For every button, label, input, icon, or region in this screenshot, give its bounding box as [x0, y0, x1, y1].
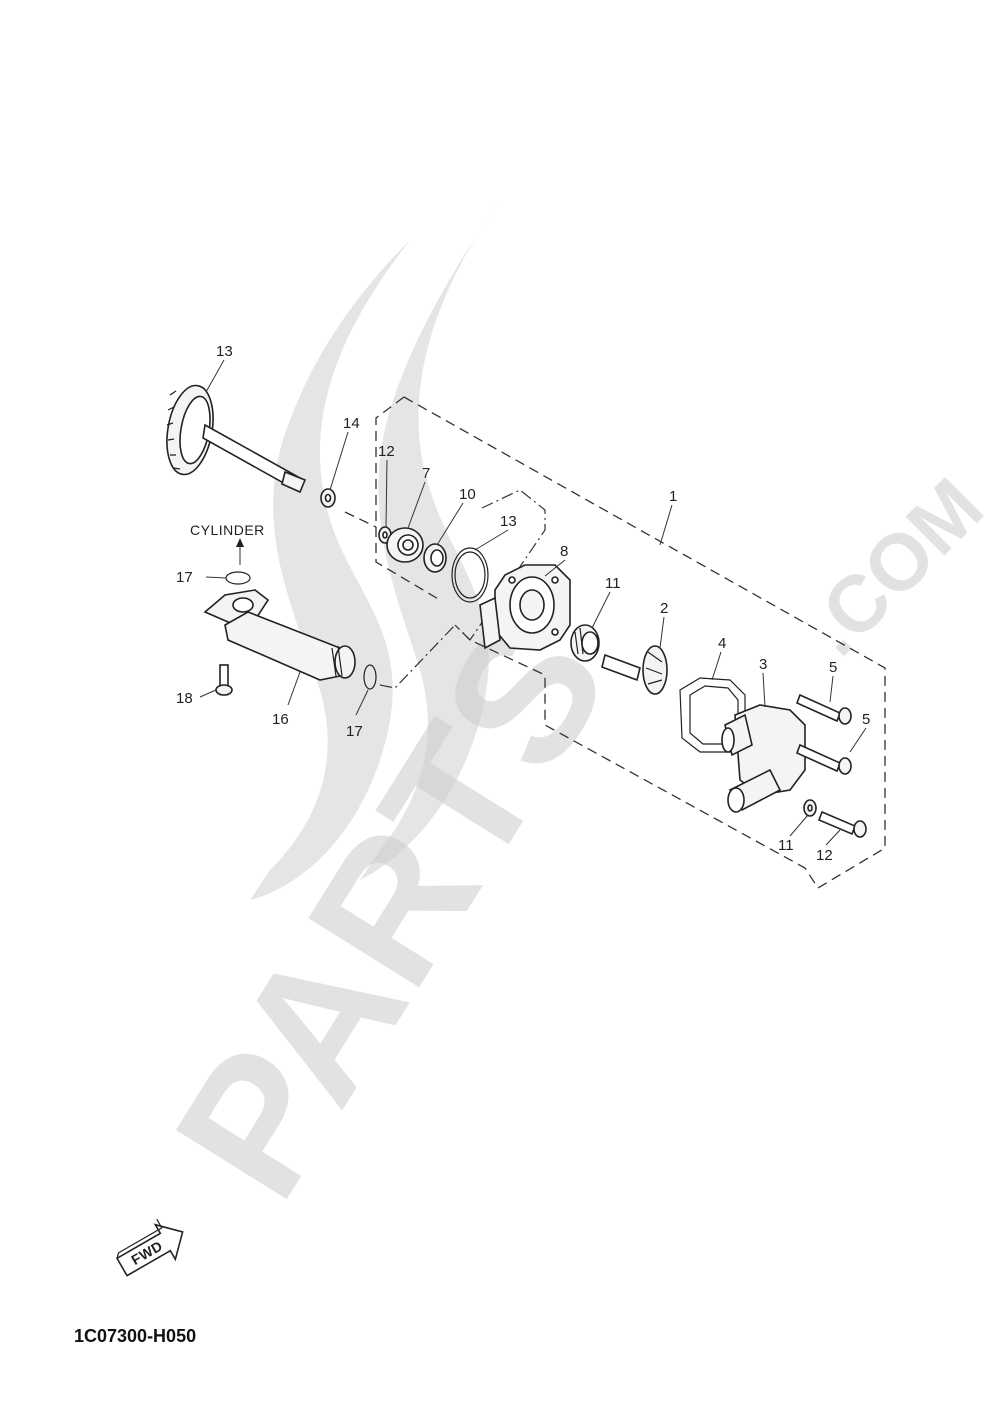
callout-17-upper: 17 [176, 569, 193, 586]
pipe-link-line [379, 624, 456, 689]
callout-14: 13 [216, 343, 233, 360]
part-6-bearing [386, 527, 424, 563]
part-5-bolt-lower [795, 743, 852, 775]
assembly-boundary-left [375, 396, 441, 601]
callout-2: 2 [660, 600, 668, 617]
leader-lines [199, 359, 867, 846]
callout-8: 10 [459, 486, 476, 503]
callout-4: 4 [718, 635, 726, 652]
part-12-bolt [817, 810, 867, 838]
callout-11: 11 [778, 837, 794, 854]
part-11-washer [803, 799, 817, 817]
part-14-drive-shaft [166, 384, 307, 494]
part-3-pump-cover [721, 704, 806, 813]
gasket-subgroup-outline [454, 489, 546, 641]
part-2-impeller-shaft [601, 645, 668, 695]
part-5-bolt-upper [795, 693, 852, 725]
part-7-pump-housing [479, 564, 571, 651]
callout-16: 16 [272, 711, 289, 728]
watermark-suffix: .COM [789, 461, 1000, 672]
part-17-o-ring-lower [363, 664, 377, 690]
part-16-water-pipe [203, 589, 356, 681]
fwd-arrow-icon: FWD [115, 1218, 184, 1277]
part-8-oil-seal [423, 543, 447, 573]
callout-15: 14 [343, 415, 360, 432]
callout-5-lower: 5 [862, 711, 870, 728]
assembly-boundary [403, 396, 886, 889]
watermark-swoosh-icon [250, 240, 410, 900]
callout-12: 12 [816, 847, 833, 864]
callout-17-lower: 17 [346, 723, 363, 740]
part-18-bolt [215, 664, 233, 696]
callouts: 13 14 12 7 10 13 8 1 11 2 4 3 5 5 11 12 … [176, 343, 870, 864]
assembly-boundary-top [344, 511, 377, 528]
callout-6: 7 [422, 465, 430, 482]
assembly-outline [344, 396, 886, 889]
diagram-code: 1C07300-H050 [74, 1326, 197, 1346]
part-13-o-ring [451, 547, 489, 603]
callout-9: 11 [605, 575, 621, 592]
callout-5-upper: 5 [829, 659, 837, 676]
cylinder-label: CYLINDER [190, 522, 265, 538]
callout-7: 8 [560, 543, 568, 560]
callout-10: 12 [378, 443, 395, 460]
callout-3: 3 [759, 656, 767, 673]
callout-18: 18 [176, 690, 193, 707]
part-15-washer [320, 488, 336, 508]
arrow-up-icon [236, 538, 244, 547]
callout-13: 13 [500, 513, 517, 530]
part-17-o-ring-upper [225, 571, 251, 585]
watermark-swoosh-icon-2 [360, 200, 500, 880]
part-9-mechanical-seal [570, 624, 600, 662]
callout-1: 1 [669, 488, 677, 505]
